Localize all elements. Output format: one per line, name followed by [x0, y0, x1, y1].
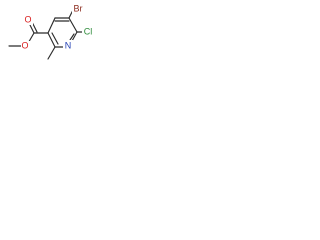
ester-oxygen-label: O [21, 40, 28, 50]
bromine-atom-label: Br [74, 3, 83, 13]
nitrogen-atom-label: N [65, 40, 72, 50]
ring-bond [47, 17, 56, 34]
ring-bond [68, 17, 78, 33]
chlorine-atom-label: Cl [84, 26, 93, 36]
molecule-structure: Br Cl N O O [8, 3, 94, 60]
ring-bond [71, 31, 78, 42]
methyl-bond [47, 46, 56, 60]
ring-bond [69, 33, 75, 41]
ring-bond [47, 32, 56, 48]
carbonyl-oxygen-label: O [24, 14, 31, 24]
ring-bond [51, 32, 59, 45]
